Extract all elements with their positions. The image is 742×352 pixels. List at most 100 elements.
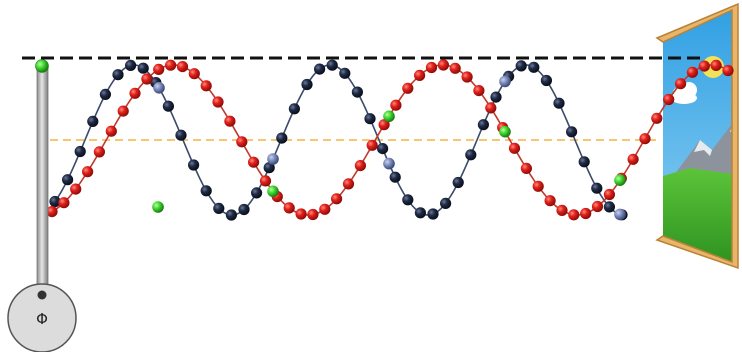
wave-red-bead	[70, 183, 82, 195]
wave-red-bead	[437, 59, 449, 71]
wave-dark-bead	[251, 187, 263, 199]
wave-red-bead	[686, 66, 699, 78]
wave-driver-wheel	[7, 283, 77, 352]
wave-red-bead	[627, 153, 639, 165]
wave-red-bead	[58, 197, 70, 209]
wave-dark-bead	[402, 194, 414, 206]
blue-marker-bead	[383, 157, 395, 170]
wave-dark-bead	[440, 197, 452, 209]
wave-dark-bead	[49, 195, 61, 208]
wave-dark-bead	[540, 74, 553, 87]
wheel-symbol: Φ	[36, 310, 48, 328]
wave-dark-bead	[99, 88, 111, 100]
wave-red-bead	[141, 73, 153, 85]
wave-red-bead	[46, 206, 58, 218]
wave-dark-bead	[213, 202, 225, 214]
wave-dark-bead	[477, 119, 489, 131]
blue-marker-bead	[267, 153, 279, 165]
wave-dark-bead	[377, 143, 389, 155]
wave-red-bead	[342, 178, 355, 190]
wave-dark-bead	[288, 103, 300, 115]
green-marker-bead	[152, 201, 164, 213]
green-marker-bead	[499, 125, 511, 138]
wave-red-bead	[390, 99, 402, 111]
wave-dark-bead	[74, 145, 86, 158]
window-frame	[655, 2, 739, 270]
wave-dark-bead	[314, 63, 326, 75]
wave-red-bead	[520, 162, 533, 174]
wave-red-bead	[212, 96, 224, 108]
wave-dark-bead	[276, 132, 288, 144]
wave-red-bead	[449, 62, 461, 74]
wave-dark-bead	[528, 61, 540, 73]
wave-dark-bead	[414, 207, 426, 219]
wave-dark-bead	[591, 182, 603, 194]
wave-dark-bead	[490, 91, 502, 103]
wave-red-bead	[591, 200, 604, 213]
wave-dark-bead	[578, 156, 590, 168]
wave-red-bead	[165, 59, 177, 71]
wave-red-bead	[663, 93, 675, 106]
window	[655, 2, 739, 270]
wave-red-bead	[675, 78, 687, 90]
wave-red-bead	[153, 63, 165, 75]
wave-dark-bead	[566, 126, 578, 138]
wave-red-bead	[402, 82, 414, 94]
green-marker-bead	[267, 185, 279, 198]
wave-dark	[49, 59, 628, 221]
wave-red-bead	[366, 139, 378, 151]
wave-red-bead	[710, 59, 722, 71]
wave-dark-bead	[162, 100, 174, 112]
wave-red-bead	[82, 166, 94, 178]
green-marker-bead	[383, 110, 395, 123]
green-marker-bead	[614, 174, 626, 186]
wave-red-bead	[603, 188, 616, 201]
wave-dark-bead	[188, 159, 200, 171]
wave-red-bead	[556, 204, 568, 216]
wheel-pin	[37, 290, 47, 300]
wave-red-bead	[259, 175, 272, 187]
wave-dark-bead	[389, 171, 401, 183]
wave-dark-bead	[301, 78, 313, 91]
wave-red-bead	[129, 87, 141, 99]
wave-dark-bead	[339, 67, 351, 79]
wave-red-bead	[461, 71, 473, 83]
wave-red-bead	[639, 133, 651, 145]
wave-dark-bead	[326, 59, 338, 71]
wave-red-bead	[224, 115, 236, 127]
wave-dark-bead	[263, 162, 275, 174]
wave-red-bead	[722, 64, 734, 77]
wave-driver: Φ	[7, 65, 77, 352]
wave-red-bead	[176, 61, 189, 73]
wave-red-bead	[698, 60, 710, 72]
blue-marker-bead	[153, 82, 165, 94]
wave-dark-bead	[87, 115, 99, 127]
wave-red-bead	[319, 203, 331, 215]
wave-red-bead	[307, 208, 319, 221]
wave-red	[46, 59, 734, 221]
wave-red-bead	[93, 146, 105, 158]
marker-beads	[152, 75, 626, 221]
wave-red-bead	[354, 160, 366, 172]
wave-dark-bead	[175, 129, 187, 141]
wave-red-bead	[651, 112, 663, 124]
wave-dark-bead	[364, 113, 376, 125]
wave-red-bead	[532, 180, 544, 192]
wave-red-bead	[248, 156, 260, 168]
wave-dark-bead	[125, 59, 137, 71]
wave-red-bead	[105, 125, 117, 137]
wave-red-bead	[295, 208, 307, 220]
wave-red-bead	[544, 195, 556, 207]
wave-dark-bead	[225, 209, 237, 221]
wave-dark-bead	[427, 208, 439, 220]
wave-red-bead	[508, 142, 521, 154]
driver-green-bead	[35, 59, 49, 73]
wave-dark-bead	[465, 149, 477, 161]
wave-dark-bead	[137, 62, 149, 74]
wave-red-bead	[568, 209, 580, 221]
wave-red-bead	[580, 207, 592, 220]
wave-driver-rod	[36, 65, 49, 293]
wave-dark-bead	[603, 201, 616, 213]
wave-red-bead	[414, 69, 426, 81]
